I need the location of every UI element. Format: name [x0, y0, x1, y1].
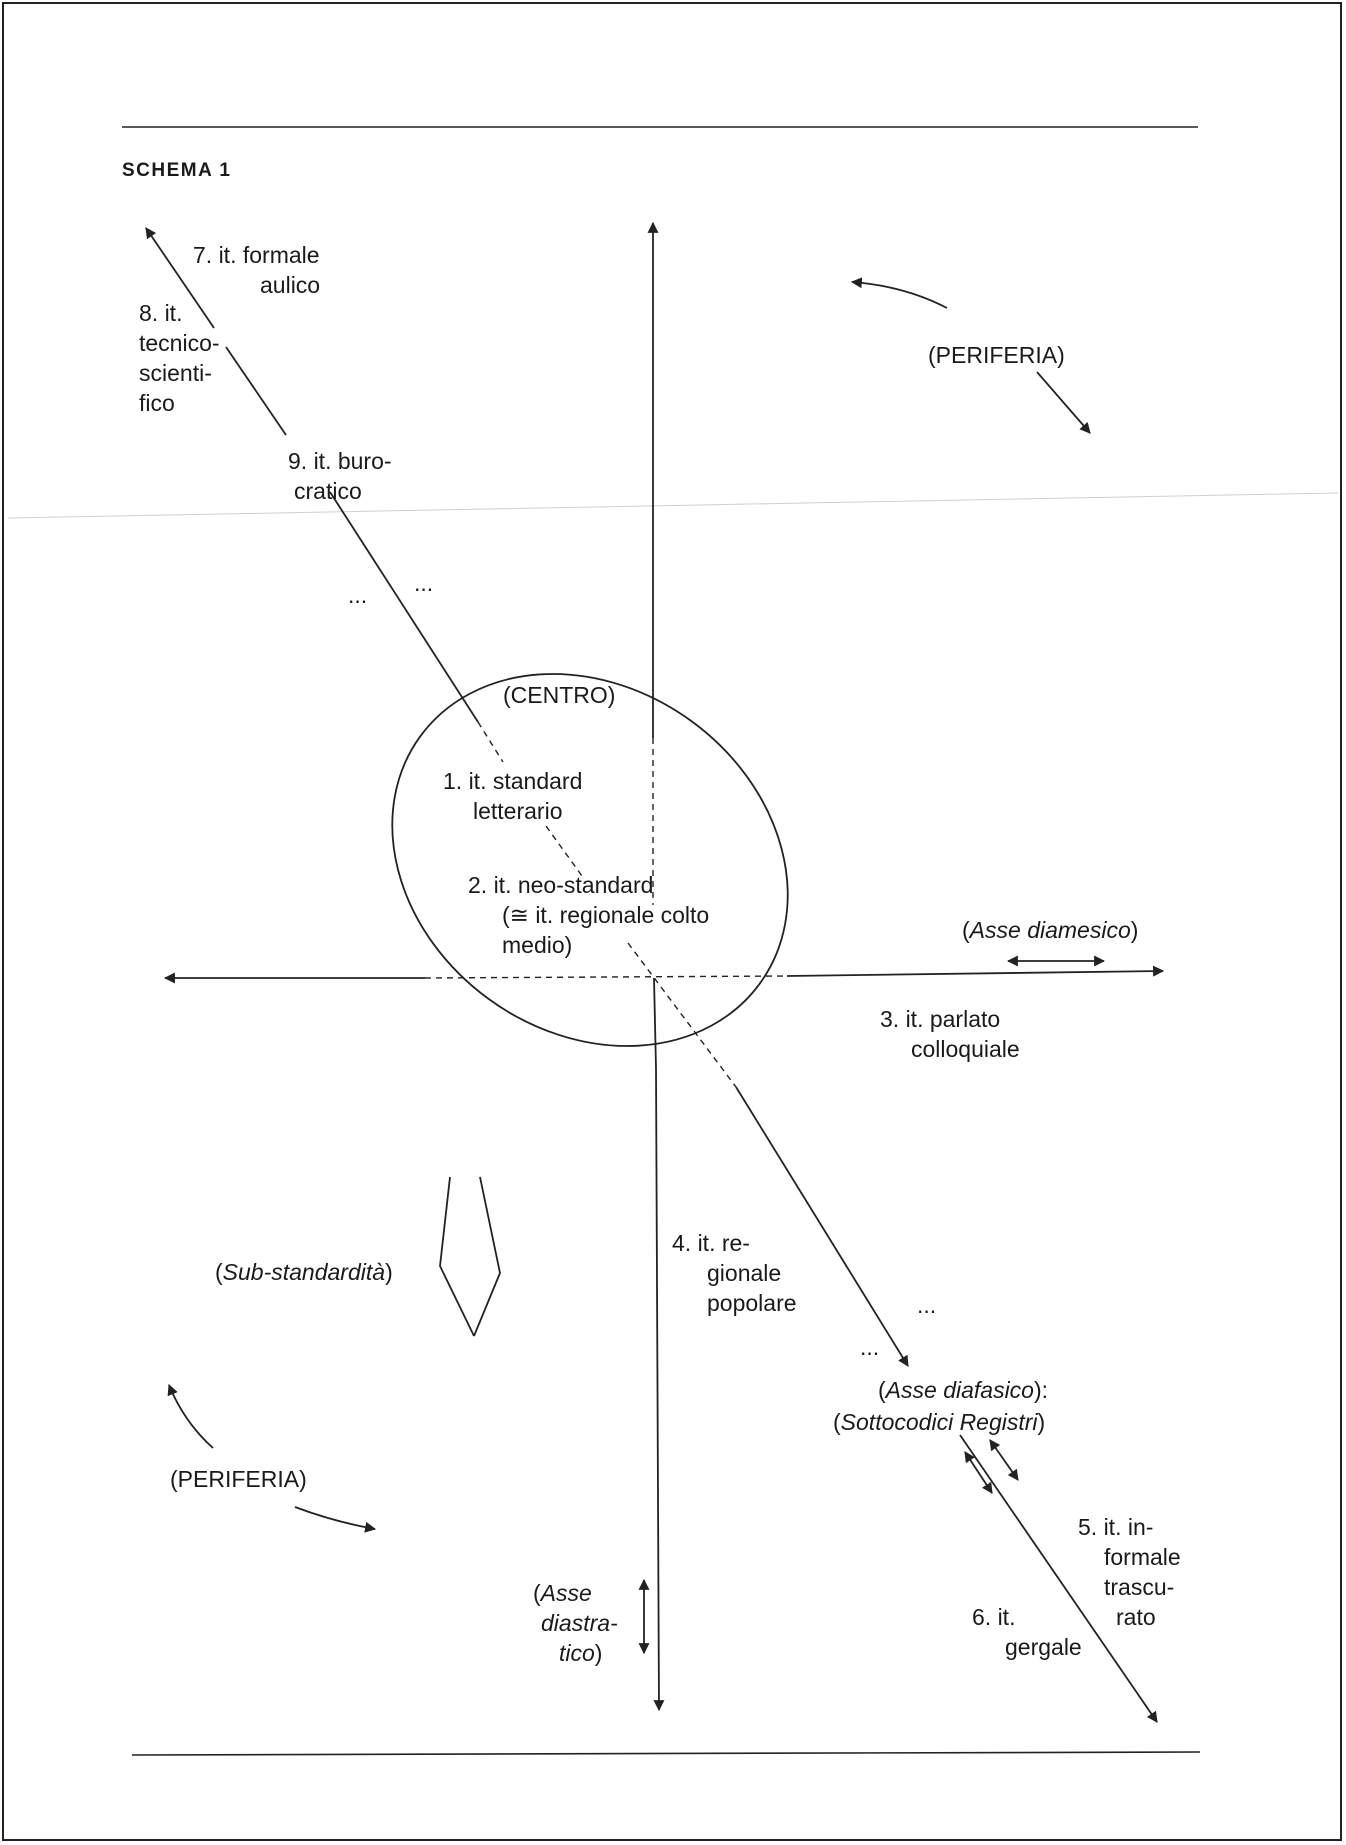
- sub-standard-arrow-right: [473, 1176, 501, 1337]
- diagonal-axis-bottom: [959, 1434, 1158, 1723]
- dots-left: ...: [348, 582, 368, 608]
- label-asse-diastratico: (Asse diastra- tico): [533, 1580, 618, 1666]
- label-parlato-colloquiale: 3. it. parlato colloquiale: [880, 1006, 1020, 1062]
- label-asse-diafasico: (Asse diafasico):: [878, 1377, 1049, 1403]
- label-asse-diamesico: (Asse diamesico): [962, 917, 1139, 943]
- periferia-top-arrow-upper: [850, 277, 948, 309]
- diafasico-double-arrow-2: [989, 1439, 1019, 1481]
- scan-fold-line: [7, 492, 1339, 519]
- label-centro: (CENTRO): [503, 682, 616, 708]
- diagonal-axis-dashed-1: [477, 721, 504, 763]
- diagonal-axis-dashed-3: [627, 942, 737, 1088]
- dots-lower-right: ...: [917, 1292, 937, 1318]
- centro-ellipse: [391, 673, 789, 1047]
- dots-lower-middle: ...: [860, 1334, 880, 1360]
- label-informale-trascurato: 5. it. in- formale trascu- rato: [1078, 1514, 1181, 1630]
- horizontal-axis-right: [786, 965, 1165, 977]
- label-burocratico: 9. it. buro- cratico: [288, 448, 392, 504]
- label-sub-standardita: (Sub-standardità): [215, 1259, 393, 1285]
- label-gergale: 6. it. gergale: [972, 1604, 1082, 1660]
- label-periferia-bottom: (PERIFERIA): [170, 1466, 307, 1492]
- diagonal-axis-lower: [735, 1086, 909, 1367]
- label-tecnico-scientifico: 8. it. tecnico- scienti- fico: [139, 300, 220, 416]
- label-regionale-popolare: 4. it. re- gionale popolare: [672, 1230, 797, 1316]
- label-formale-aulico: 7. it. formale aulico: [193, 242, 321, 298]
- periferia-bottom-arrow-upper: [167, 1383, 214, 1449]
- sub-standard-arrow-left: [439, 1176, 475, 1337]
- diagonal-axis-upper-c: [329, 491, 479, 723]
- dots-right: ...: [414, 570, 434, 596]
- schema-title: SCHEMA 1: [122, 160, 232, 181]
- diagonal-axis-dashed-2: [545, 825, 583, 877]
- horizontal-axis-dashed: [424, 975, 788, 979]
- bottom-rule: [131, 1751, 1201, 1756]
- label-standard-letterario: 1. it. standard letterario: [443, 768, 583, 824]
- vertical-axis-inner-lower: [653, 977, 657, 1069]
- label-neo-standard: 2. it. neo-standard (≅ it. regionale col…: [468, 872, 710, 958]
- diagonal-axis-upper-a: [145, 227, 215, 329]
- vertical-axis-lower: [653, 1067, 665, 1712]
- diagonal-axis-upper-b: [225, 346, 287, 436]
- label-periferia-top: (PERIFERIA): [928, 342, 1065, 368]
- periferia-bottom-arrow-lower: [294, 1506, 377, 1533]
- label-sottocodici-registri: (Sottocodici Registri): [833, 1409, 1046, 1435]
- diafasico-double-arrow-1: [964, 1451, 993, 1494]
- periferia-top-arrow-lower: [1036, 371, 1091, 434]
